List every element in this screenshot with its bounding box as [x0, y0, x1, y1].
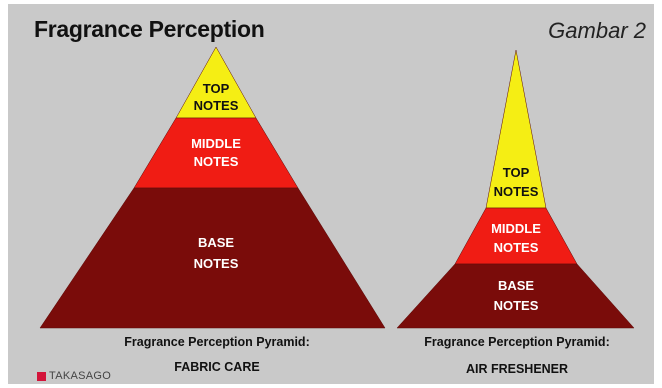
fabric-middle-layer	[133, 117, 299, 189]
air-caption-line2: AIR FRESHENER	[465, 362, 569, 376]
air-middle-label-1: MIDDLE	[491, 221, 541, 236]
air-top-label-2: NOTES	[494, 184, 539, 199]
pyramid-fabric-care: TOP NOTES MIDDLE NOTES BASE NOTES	[39, 46, 386, 329]
page-title: Fragrance Perception	[34, 16, 265, 42]
fabric-base-label-1: BASE	[198, 235, 234, 250]
fabric-caption-line2: FABRIC CARE	[174, 360, 260, 374]
fabric-base-label-2: NOTES	[194, 256, 239, 271]
fabric-middle-label-2: NOTES	[194, 154, 239, 169]
takasago-logo: TAKASAGO	[37, 369, 111, 383]
fabric-base-layer	[39, 187, 386, 329]
air-caption-line1: Fragrance Perception Pyramid:	[424, 335, 610, 349]
air-middle-layer	[454, 207, 578, 265]
fabric-top-label-2: NOTES	[194, 98, 239, 113]
air-top-label-1: TOP	[503, 165, 530, 180]
fabric-top-label-1: TOP	[203, 81, 230, 96]
air-base-label-2: NOTES	[494, 298, 539, 313]
fabric-caption-line1: Fragrance Perception Pyramid:	[124, 335, 310, 349]
figure-label: Gambar 2	[548, 18, 646, 43]
logo-text: TAKASAGO	[49, 370, 112, 382]
fabric-middle-label-1: MIDDLE	[191, 136, 241, 151]
fabric-care-caption: Fragrance Perception Pyramid: FABRIC CAR…	[58, 334, 376, 375]
logo-mark-icon	[37, 371, 46, 381]
air-freshener-caption: Fragrance Perception Pyramid: AIR FRESHE…	[394, 334, 640, 377]
air-middle-label-2: NOTES	[494, 240, 539, 255]
air-base-layer	[396, 263, 635, 329]
pyramid-air-freshener: TOP NOTES MIDDLE NOTES BASE NOTES	[396, 49, 635, 329]
air-base-label-1: BASE	[498, 278, 534, 293]
